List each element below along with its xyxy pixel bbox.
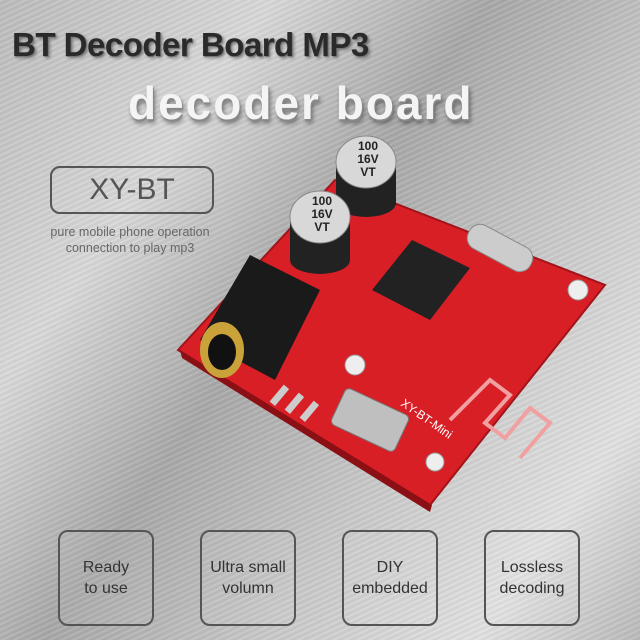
description-line-2: connection to play mp3 bbox=[65, 241, 195, 255]
capacitor: 100 16V VT bbox=[289, 190, 351, 274]
svg-text:100: 100 bbox=[312, 194, 332, 208]
svg-text:100: 100 bbox=[358, 139, 378, 153]
feature-diy-embedded: DIY embedded bbox=[342, 530, 438, 626]
page-subtitle: decoder board bbox=[128, 77, 474, 129]
capacitor: 100 16V VT bbox=[335, 135, 397, 217]
micro-usb-port bbox=[330, 388, 410, 452]
page-title: BT Decoder Board MP3 bbox=[12, 26, 369, 63]
svg-text:VT: VT bbox=[360, 165, 376, 179]
model-description: pure mobile phone operation connection t… bbox=[30, 224, 230, 256]
svg-text:16V: 16V bbox=[311, 207, 332, 221]
feature-lossless-decoding: Lossless decoding bbox=[484, 530, 580, 626]
feature-ultra-small: Ultra small volumn bbox=[200, 530, 296, 626]
decoder-chip bbox=[372, 240, 470, 320]
model-badge: XY-BT bbox=[50, 166, 214, 214]
svg-text:VT: VT bbox=[314, 220, 330, 234]
model-label: XY-BT bbox=[89, 173, 175, 206]
feature-list: Ready to use Ultra small volumn DIY embe… bbox=[58, 530, 580, 626]
svg-text:16V: 16V bbox=[357, 152, 378, 166]
description-line-1: pure mobile phone operation bbox=[50, 225, 210, 239]
feature-ready-to-use: Ready to use bbox=[58, 530, 154, 626]
